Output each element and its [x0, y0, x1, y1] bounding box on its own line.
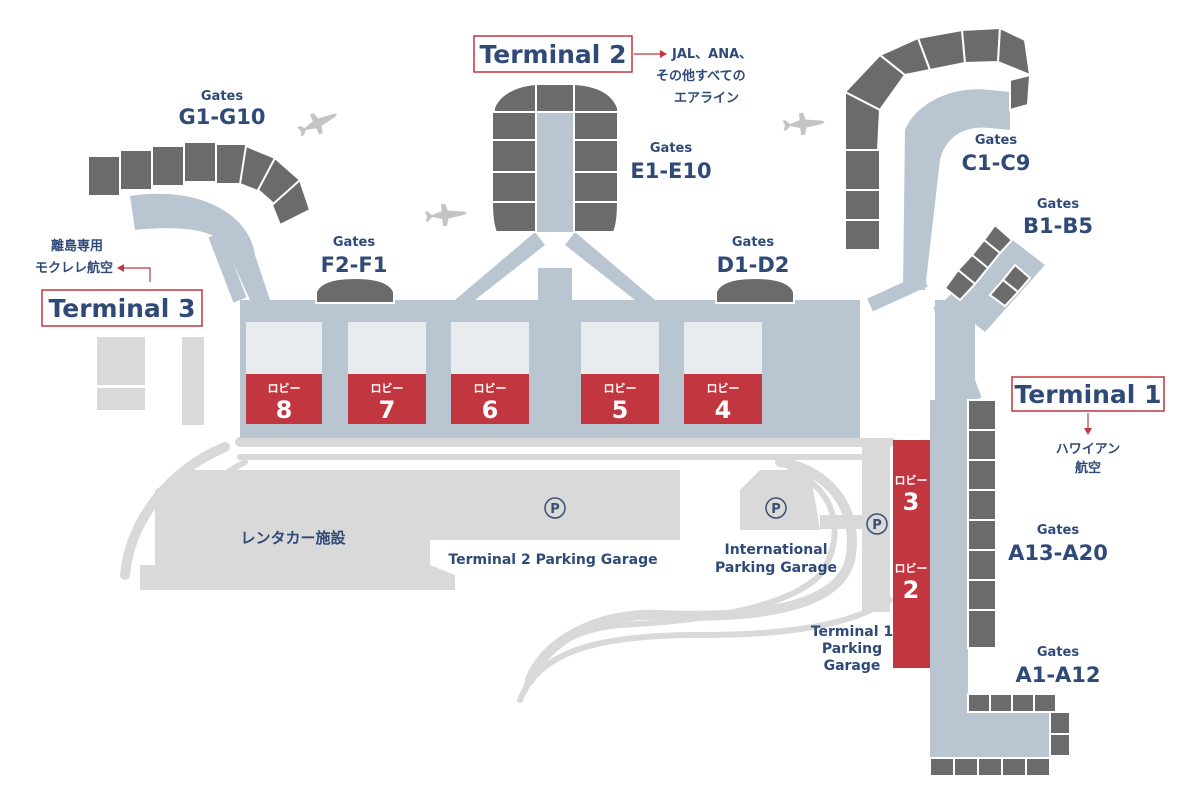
svg-text:JAL、ANA、: JAL、ANA、: [671, 47, 752, 62]
gates-caption: Gates: [1037, 645, 1079, 660]
gates-caption: Gates: [201, 89, 243, 104]
intl-parking-garage: P International Parking Garage: [715, 470, 837, 576]
svg-text:エアライン: エアライン: [674, 91, 739, 106]
lobbies: ロビー 8 ロビー 7 ロビー 6 ロビー 5 ロビー 4: [246, 322, 930, 668]
gates-caption: Gates: [975, 133, 1017, 148]
gates-d: D1-D2: [717, 253, 790, 277]
terminal-3-buildings: [97, 337, 204, 425]
svg-text:ロビー: ロビー: [895, 561, 928, 575]
airplane-icon: [294, 104, 342, 142]
intl-parking-label-2: Parking Garage: [715, 560, 837, 576]
svg-text:ハワイアン: ハワイアン: [1056, 442, 1120, 457]
svg-text:8: 8: [276, 396, 293, 424]
svg-text:7: 7: [379, 396, 396, 424]
airplane-icon: [424, 202, 468, 228]
svg-text:ロビー: ロビー: [474, 381, 507, 395]
t2-parking-garage: P Terminal 2 Parking Garage: [430, 470, 680, 568]
svg-text:Terminal 2: Terminal 2: [480, 40, 627, 69]
terminal-3-label: 離島専用 モクレレ航空 Terminal 3: [35, 238, 203, 327]
svg-text:ロビー: ロビー: [895, 473, 928, 487]
gates-caption: Gates: [650, 141, 692, 156]
lobby-3-2: ロビー 3 ロビー 2: [893, 440, 930, 668]
svg-text:モクレレ航空: モクレレ航空: [35, 260, 113, 276]
svg-text:5: 5: [612, 396, 629, 424]
svg-text:2: 2: [903, 576, 920, 604]
lobby-5: ロビー 5: [581, 322, 659, 424]
svg-text:Terminal 1: Terminal 1: [1015, 380, 1162, 409]
svg-text:ロビー: ロビー: [707, 381, 740, 395]
gates-c: C1-C9: [962, 151, 1031, 175]
rental-car-facility: レンタカー施設: [140, 470, 455, 590]
svg-text:ロビー: ロビー: [604, 381, 637, 395]
svg-text:ロビー: ロビー: [268, 381, 301, 395]
rental-car-label: レンタカー施設: [240, 529, 346, 547]
svg-text:離島専用: 離島専用: [51, 238, 103, 254]
parking-symbol: P: [872, 518, 882, 533]
intl-parking-label-1: International: [724, 542, 827, 558]
svg-text:航空: 航空: [1075, 460, 1101, 476]
lobby-4: ロビー 4: [684, 322, 762, 424]
t1-parking-label-2: Parking: [822, 641, 882, 657]
parking-symbol: P: [771, 502, 781, 517]
gates-caption: Gates: [1037, 523, 1079, 538]
airplane-icon: [782, 111, 826, 137]
gate-blocks: [87, 26, 1071, 777]
terminal-2-label: Terminal 2 JAL、ANA、 その他すべての エアライン: [473, 35, 752, 106]
svg-text:ロビー: ロビー: [371, 381, 404, 395]
gates-f: F2-F1: [321, 253, 388, 277]
svg-text:4: 4: [715, 396, 732, 424]
gates-b: B1-B5: [1023, 214, 1093, 238]
gates-caption: Gates: [1037, 197, 1079, 212]
t2-parking-label: Terminal 2 Parking Garage: [448, 552, 657, 568]
gates-a1: A1-A12: [1015, 663, 1100, 687]
gates-g: G1-G10: [178, 105, 265, 129]
svg-text:その他すべての: その他すべての: [656, 68, 746, 84]
gates-e: E1-E10: [630, 159, 711, 183]
gates-caption: Gates: [333, 235, 375, 250]
t1-parking-label-1: Terminal 1: [811, 624, 893, 640]
t1-parking-label-3: Garage: [824, 658, 881, 674]
svg-text:6: 6: [482, 396, 499, 424]
lobby-8: ロビー 8: [246, 322, 322, 424]
svg-text:Terminal 3: Terminal 3: [49, 294, 196, 323]
lobby-7: ロビー 7: [348, 322, 426, 424]
parking-symbol: P: [550, 502, 560, 517]
terminal-1-label: Terminal 1 ハワイアン 航空: [1011, 376, 1165, 476]
gates-caption: Gates: [732, 235, 774, 250]
gate-labels: Gates G1-G10 Gates E1-E10 Gates C1-C9 Ga…: [178, 89, 1107, 687]
t1-parking-garage: P Terminal 1 Parking Garage: [811, 442, 893, 674]
gates-a13: A13-A20: [1008, 541, 1108, 565]
svg-text:3: 3: [903, 488, 920, 516]
lobby-6: ロビー 6: [451, 322, 529, 424]
